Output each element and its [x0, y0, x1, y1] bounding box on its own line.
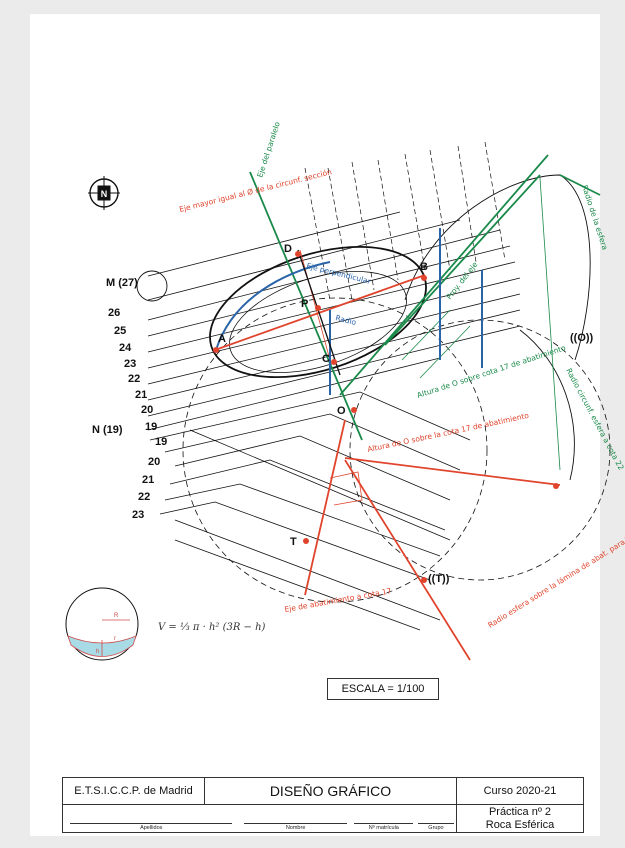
contour-label: 24: [119, 342, 132, 354]
practice-topic: Roca Esférica: [485, 818, 555, 831]
green-note: Radio circunf. esfera a cota 22: [564, 367, 625, 472]
sphere-label-h: h: [96, 649, 99, 655]
point-label-oo: ((O)): [570, 332, 594, 344]
m-marker-circle: [136, 270, 168, 302]
contour-label: 22: [138, 491, 150, 503]
sphere-outline: [404, 174, 591, 361]
green-note: Proy. del eje: [444, 260, 479, 301]
green-note: Eje del paralelo: [255, 120, 282, 178]
north-compass-icon: N: [88, 176, 120, 210]
school-name: E.T.S.I.C.C.P. de Madrid: [63, 778, 205, 805]
contour-labels-lower: 19 20 21 22 23: [132, 436, 167, 521]
points: [213, 251, 559, 583]
contour-labels-left: 26 25 24 23 22 21 20 19: [108, 307, 157, 433]
point-label-d: D: [284, 243, 292, 255]
green-lines: [249, 154, 601, 441]
field-matricula[interactable]: Nº matrícula: [352, 805, 416, 831]
svg-text:N: N: [101, 189, 108, 199]
point-label-c: C: [322, 353, 330, 365]
contour-label: 22: [128, 373, 140, 385]
student-fields: Apellidos Nombre Nº matrícula Grupo: [63, 805, 457, 832]
red-lines: [214, 274, 561, 661]
red-note: Altura de O sobre la cota 17 de abatimie…: [367, 411, 531, 454]
point-label-n: N (19): [92, 424, 123, 436]
point-label-tt: ((T)): [428, 573, 450, 585]
contour-label: 21: [142, 474, 154, 486]
blue-lines: [215, 228, 483, 395]
contour-lines-lower: [149, 391, 471, 631]
contour-label: 26: [108, 307, 120, 319]
inner-arc: [229, 271, 407, 373]
practice-info: Práctica nº 2 Roca Esférica: [457, 805, 583, 832]
volume-formula: V = ⅓ π · h² (3R − h): [158, 622, 266, 633]
drawing-sheet: [30, 14, 600, 836]
contour-label: 23: [124, 358, 136, 370]
contour-label: 21: [135, 389, 147, 401]
contour-label: 20: [148, 456, 160, 468]
sphere-label-small-r: r: [114, 636, 116, 642]
green-note: Altura de O sobre cota 17 de abatimiento: [416, 343, 567, 400]
red-note: Radio esfera sobre la lámina de abat. pa…: [486, 477, 625, 630]
field-grupo[interactable]: Grupo: [416, 805, 456, 831]
contour-label: 19: [155, 436, 167, 448]
contour-label: 25: [114, 325, 126, 337]
sphere-label-r: R: [114, 613, 119, 619]
sphere-lower-arc: [519, 329, 575, 481]
point-label-o: O: [337, 405, 346, 417]
point-label-b: B: [420, 261, 428, 273]
course-year: Curso 2020-21: [457, 778, 583, 805]
sphere-cap-diagram: R h r: [65, 587, 139, 661]
practice-number: Práctica nº 2: [488, 805, 552, 818]
blue-note: Radio: [335, 313, 358, 327]
scale-label: ESCALA = 1/100: [327, 678, 439, 700]
point-label-m: M (27): [106, 277, 138, 289]
point-label-a: A: [218, 333, 226, 345]
dashed-lines: [304, 141, 506, 301]
field-apellidos[interactable]: Apellidos: [63, 805, 239, 831]
point-label-p: P: [301, 298, 308, 310]
contour-label: 20: [141, 404, 153, 416]
field-nombre[interactable]: Nombre: [239, 805, 351, 831]
dashed-circles: [182, 297, 611, 603]
green-note: Radio de la esfera: [580, 184, 609, 251]
green-thin-lines: [401, 177, 561, 471]
point-label-t: T: [290, 536, 297, 548]
contour-label: 23: [132, 509, 144, 521]
vertical-axis: [297, 249, 341, 376]
contour-label: 19: [145, 421, 157, 433]
red-note: Eje de abatimiento a cota 17: [284, 586, 393, 614]
subject-name: DISEÑO GRÁFICO: [205, 778, 457, 805]
title-block: E.T.S.I.C.C.P. de Madrid DISEÑO GRÁFICO …: [62, 777, 584, 833]
